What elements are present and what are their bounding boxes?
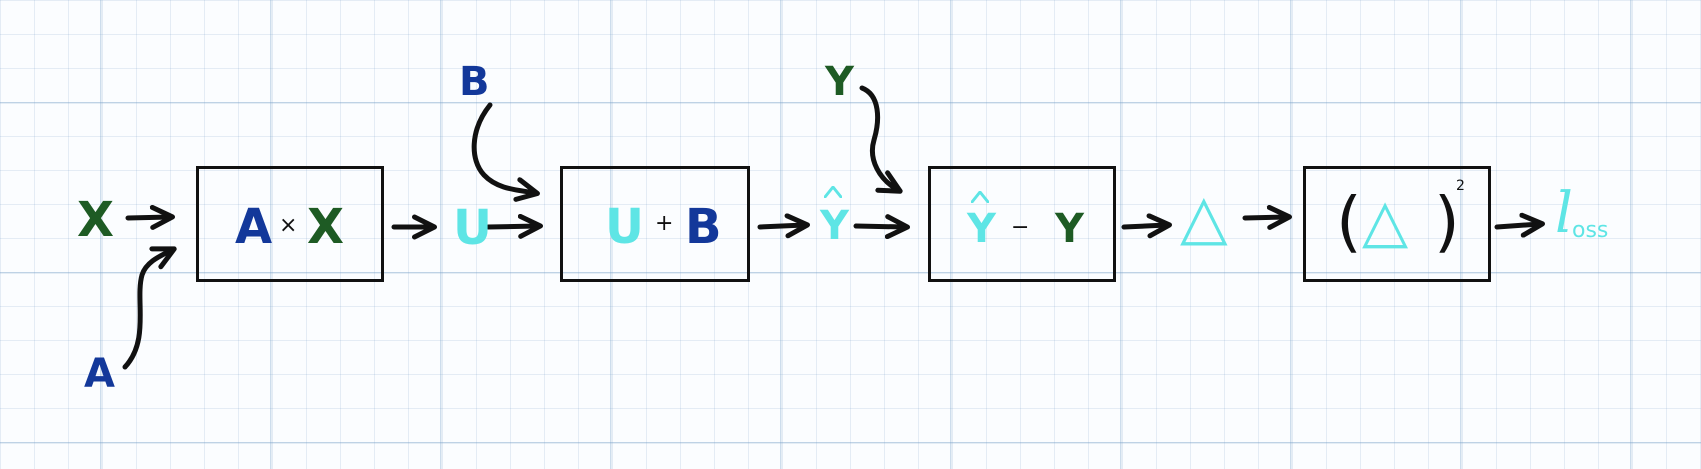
- square-open-paren: (: [1336, 183, 1362, 260]
- square-box: ( △ ) 2: [1303, 166, 1491, 282]
- input-b: B: [459, 59, 490, 105]
- subtract-operator: −: [1011, 215, 1030, 240]
- input-x: X: [77, 192, 115, 248]
- arrow-b-to-add: [471, 102, 540, 202]
- input-a: A: [84, 351, 115, 397]
- delta: △: [1180, 180, 1228, 253]
- multiply-right-operand: X: [307, 199, 345, 255]
- multiply-left-operand: A: [235, 199, 273, 255]
- arrow-square-to-loss: [1494, 212, 1545, 238]
- subtract-right-operand: Y: [1055, 206, 1084, 252]
- arrow-x-to-multiply: [125, 204, 175, 230]
- arrow-y-to-subtract: [859, 85, 903, 194]
- square-close-paren: ): [1434, 183, 1460, 260]
- subtract-y-hat-caret: [971, 191, 989, 203]
- add-left-operand: U: [605, 199, 644, 255]
- add-box: U + B: [560, 166, 750, 282]
- arrow-u-to-add: [485, 213, 543, 239]
- prediction-y-hat: Y: [820, 203, 849, 249]
- add-right-operand: B: [685, 199, 722, 255]
- arrow-add-to-yhat: [757, 213, 810, 239]
- square-inner-delta: △: [1362, 186, 1409, 256]
- y-hat-caret: [824, 186, 842, 198]
- intermediate-u: U: [453, 200, 492, 256]
- arrow-yhat-to-subtract: [853, 214, 910, 240]
- arrow-delta-to-square: [1242, 204, 1292, 230]
- square-exponent: 2: [1456, 178, 1465, 194]
- add-operator: +: [655, 211, 674, 236]
- arrow-a-to-multiply: [122, 246, 177, 370]
- loss-symbol: l: [1555, 181, 1573, 246]
- arrow-subtract-to-delta: [1121, 213, 1172, 239]
- loss-subscript: oss: [1572, 218, 1609, 243]
- subtract-box: Y − Y: [928, 166, 1116, 282]
- multiply-box: A × X: [196, 166, 384, 282]
- input-y: Y: [825, 59, 854, 105]
- multiply-operator: ×: [279, 213, 298, 238]
- subtract-left-operand: Y: [967, 206, 996, 252]
